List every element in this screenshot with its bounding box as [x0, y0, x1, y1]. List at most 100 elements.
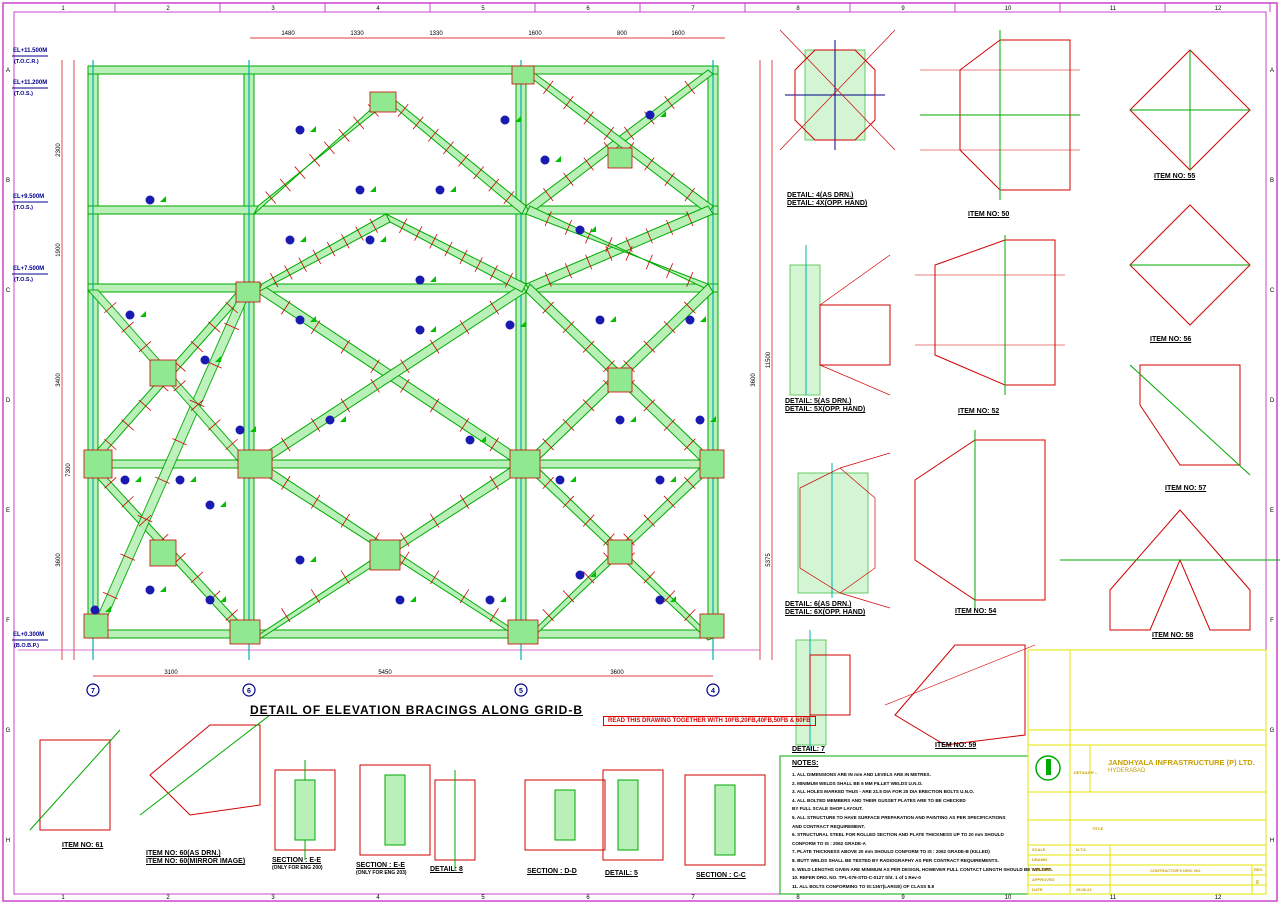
item-50 [920, 30, 1080, 200]
grid-number-top: 3 [271, 6, 275, 12]
section-dd [524, 779, 606, 851]
grid-number-top: 12 [1215, 6, 1222, 12]
note-item: 9. WELD LENGTHS GIVEN ARE MINIMUM AS PER… [792, 866, 1053, 872]
weld-symbol [630, 416, 636, 422]
member-tag-marker [500, 115, 510, 125]
title-block-row-value: N.T.S. [1076, 847, 1087, 852]
grid-letter-left: E [6, 508, 10, 514]
member-tag-marker [415, 275, 425, 285]
grid-letter-left: H [6, 838, 10, 844]
member-tag-marker [205, 500, 215, 510]
member-tag-marker [485, 595, 495, 605]
grid-letter-right: F [1270, 618, 1274, 624]
grid-letter-left: G [6, 728, 11, 734]
weld-symbol [555, 156, 561, 162]
bracing-note: READ THIS DRAWING TOGETHER WITH 10FB,20F… [603, 716, 816, 726]
member-tag-marker [435, 185, 445, 195]
caption-item-58: ITEM NO: 58 [1152, 632, 1194, 639]
company-logo [1035, 755, 1061, 781]
caption-section-dd: SECTION : D-D [527, 868, 577, 875]
member-tag-marker [120, 475, 130, 485]
grid-bubble-label: 4 [711, 688, 715, 695]
weld-symbol [220, 501, 226, 507]
note-item: 4. ALL BOLTED MEMBERS AND THEIR GUSSET P… [792, 797, 966, 803]
beam-mid [87, 459, 719, 469]
member-tag-marker [285, 235, 295, 245]
note-item: CONFORM TO IS : 2062 GRADE-A [792, 840, 866, 846]
weld-symbol [160, 586, 166, 592]
weld-symbol [660, 111, 666, 117]
member-tag-marker [355, 185, 365, 195]
weld-symbol [480, 436, 486, 442]
caption-item-56: ITEM NO: 56 [1150, 336, 1192, 343]
note-item: 10. REFER DRG. NO. TPL-076-STD-C-0127 Sh… [792, 875, 921, 881]
member-tag-marker [295, 555, 305, 565]
member-tag-marker [575, 570, 585, 580]
member-tag-marker [295, 125, 305, 135]
level-sub: (T.O.S.) [14, 277, 33, 283]
grid-letter-left: B [6, 178, 10, 184]
section-ee-2 [359, 764, 431, 856]
grid-letter-left: C [6, 288, 11, 294]
grid-number-top: 10 [1005, 6, 1012, 12]
inner-border [13, 11, 1267, 895]
member-tag-marker [90, 605, 100, 615]
weld-symbol [590, 571, 596, 577]
grid-letter-left: A [6, 68, 10, 74]
grid-number-top: 2 [166, 6, 170, 12]
caption-item-57: ITEM NO: 57 [1165, 485, 1207, 492]
note-item: 8. BUTT WELDS SHALL BE TESTED BY RADIOGR… [792, 858, 999, 863]
caption-detail-8: DETAIL: 8 [430, 866, 463, 873]
member-tag-marker [655, 475, 665, 485]
caption-item-60-mirror: ITEM NO: 60(MIRROR IMAGE) [146, 858, 246, 865]
weld-symbol [340, 416, 346, 422]
weld-symbol [610, 316, 616, 322]
weld-symbol [430, 276, 436, 282]
weld-symbol [450, 186, 456, 192]
caption-item-50: ITEM NO: 50 [968, 211, 1010, 218]
member-tag-marker [235, 425, 245, 435]
level-label: EL+11.500M [13, 48, 47, 54]
member-tag-marker [205, 595, 215, 605]
caption-detail-5: DETAIL: 5(AS DRN.) [785, 398, 852, 405]
weld-symbol [160, 196, 166, 202]
weld-symbol [250, 426, 256, 432]
caption-detail-7: DETAIL: 7 [792, 746, 825, 753]
caption-item-59: ITEM NO: 59 [935, 742, 977, 749]
grid-number-top: 7 [691, 6, 695, 12]
weld-symbol [570, 476, 576, 482]
member-tag-marker [295, 315, 305, 325]
grid-letter-right: C [1270, 288, 1275, 294]
detail-4 [779, 29, 896, 151]
level-sub: (T.O.S.) [14, 91, 33, 97]
item-52 [915, 235, 1065, 395]
level-label: EL+0.300M [13, 632, 44, 638]
grid-number-bottom: 3 [271, 895, 275, 901]
grid-bubble [242, 683, 256, 697]
grid-number-top: 5 [481, 6, 485, 12]
grid-letter-right: A [1270, 68, 1274, 74]
grid-number-top: 1 [61, 6, 65, 12]
member-tag-marker [125, 310, 135, 320]
note-item: 7. PLATE THICKNESS ABOVE 20 mm SHOULD CO… [792, 849, 990, 855]
weld-symbol [370, 186, 376, 192]
member-tag-marker [175, 475, 185, 485]
detail-7 [795, 630, 851, 750]
note-item: 11. ALL BOLTS CONFORMING TO IS:1367(LARG… [792, 883, 934, 889]
grid-letter-left: F [6, 618, 10, 624]
caption-section-cc: SECTION : C-C [696, 872, 746, 879]
grid-bubble [514, 683, 528, 697]
grid-letter-right: B [1270, 178, 1274, 184]
grid-letter-left: D [6, 398, 11, 404]
vertical-dimension: 3600 [56, 553, 62, 567]
elevation-frame [18, 37, 773, 677]
top-dimension: 1600 [671, 31, 685, 37]
weld-symbol [215, 356, 221, 362]
vertical-dimension: 3400 [56, 373, 62, 387]
vertical-dimension: 2300 [56, 143, 62, 157]
item-57 [1129, 364, 1251, 476]
